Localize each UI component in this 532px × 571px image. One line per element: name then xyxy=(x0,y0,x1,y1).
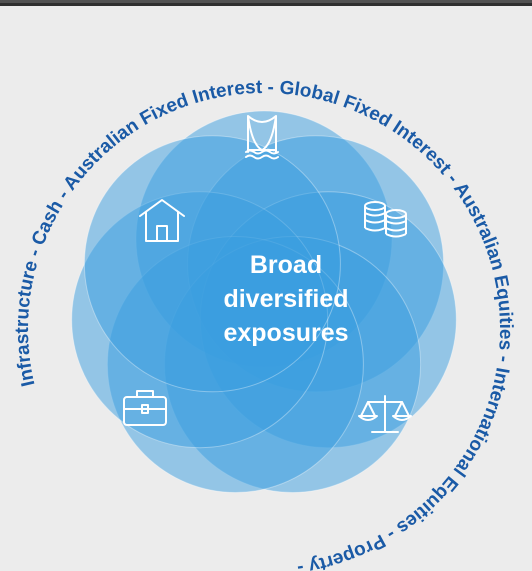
center-text-line3: exposures xyxy=(223,319,348,347)
circle-property xyxy=(83,135,341,393)
top-texture-highlight xyxy=(0,0,532,3)
center-text-line1: Broad xyxy=(250,251,322,279)
briefcase-icon xyxy=(123,390,167,426)
coins-icon xyxy=(364,201,407,238)
bridge-icon xyxy=(245,115,279,160)
house-icon xyxy=(139,199,185,242)
overlapping-circles xyxy=(71,110,457,493)
scales-icon xyxy=(358,395,412,433)
center-text-line2: diversified xyxy=(223,285,348,313)
